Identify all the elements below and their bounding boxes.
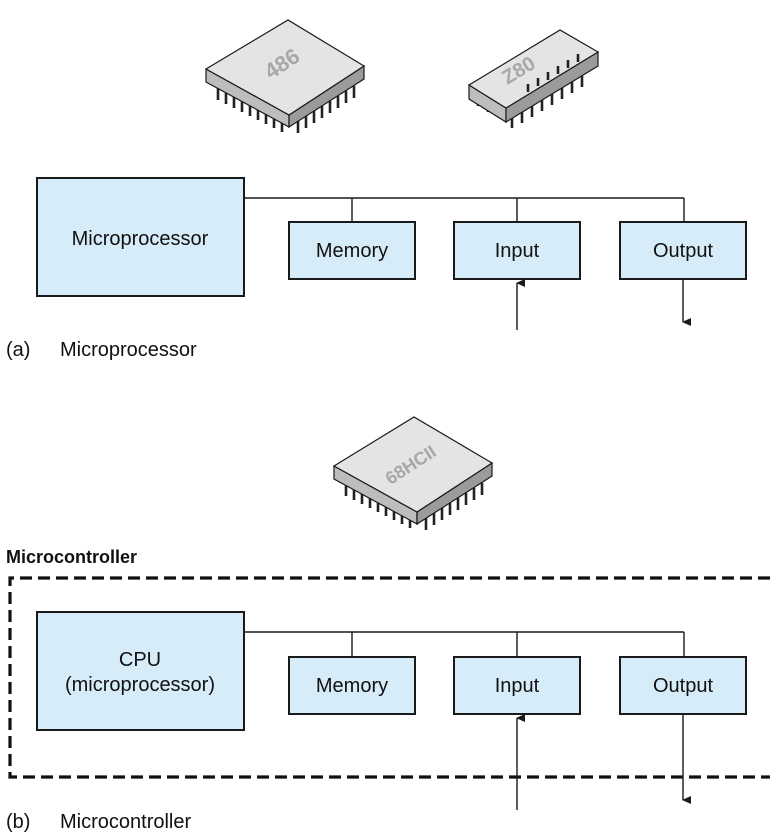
bus-lines-b: [244, 631, 685, 657]
output-block-a: Output: [619, 221, 747, 280]
memory-block-a: Memory: [288, 221, 416, 280]
caption-text-a: Microprocessor: [60, 339, 197, 361]
panel-b: 68HCII Microcontroller CPU (microprocess…: [6, 416, 770, 833]
input-block-b: Input: [453, 656, 581, 715]
input-label-b: Input: [495, 675, 540, 697]
caption-letter-a: (a): [6, 339, 30, 361]
caption-letter-b: (b): [6, 811, 30, 833]
cpu-block: CPU (microprocessor): [36, 611, 245, 731]
microcontroller-title: Microcontroller: [6, 547, 137, 567]
microcontroller-boundary: [8, 576, 770, 779]
memory-block-b: Memory: [288, 656, 416, 715]
input-block-a: Input: [453, 221, 581, 280]
output-label-b: Output: [653, 675, 713, 697]
cpu-label-line2: (microprocessor): [65, 674, 215, 696]
chip-68hcii-icon: 68HCII: [332, 416, 494, 530]
cpu-label-line1: CPU: [119, 649, 161, 671]
chip-z80-icon: Z80: [467, 29, 600, 128]
panel-a: 486 Z80: [6, 19, 747, 361]
memory-label-a: Memory: [316, 240, 388, 262]
output-label-a: Output: [653, 240, 713, 262]
output-block-b: Output: [619, 656, 747, 715]
memory-label-b: Memory: [316, 675, 388, 697]
input-label-a: Input: [495, 240, 540, 262]
microprocessor-label: Microprocessor: [72, 228, 209, 250]
chip-486-icon: 486: [204, 19, 366, 133]
bus-lines-a: [244, 197, 685, 222]
caption-text-b: Microcontroller: [60, 811, 191, 833]
microprocessor-block: Microprocessor: [36, 177, 245, 297]
